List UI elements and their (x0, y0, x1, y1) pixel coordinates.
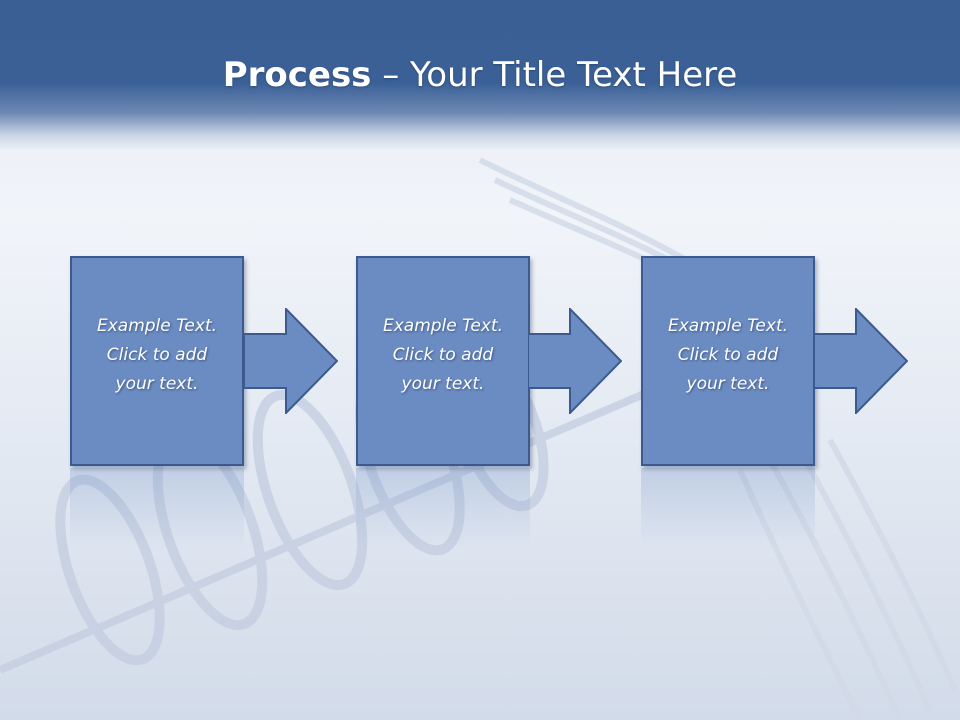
step-3-reflection (641, 468, 815, 548)
step-1-text[interactable]: Example Text. Click to add your text. (72, 312, 242, 399)
right-arrow-icon (528, 308, 622, 414)
title-rest: – Your Title Text Here (371, 55, 738, 95)
step-2-text[interactable]: Example Text. Click to add your text. (358, 312, 528, 399)
process-step-2[interactable]: Example Text. Click to add your text. (356, 256, 530, 466)
step-1-reflection (70, 468, 244, 548)
right-arrow-icon (244, 308, 338, 414)
step-2-line-3: your text. (401, 374, 485, 394)
step-1-line-2: Click to add (106, 345, 208, 365)
step-2-reflection (356, 468, 530, 548)
step-1-line-3: your text. (115, 374, 199, 394)
step-3-text[interactable]: Example Text. Click to add your text. (643, 312, 813, 399)
title-bold-word: Process (222, 55, 372, 95)
step-3-line-3: your text. (686, 374, 770, 394)
process-step-1[interactable]: Example Text. Click to add your text. (70, 256, 244, 466)
process-step-3[interactable]: Example Text. Click to add your text. (641, 256, 815, 466)
step-3-line-1: Example Text. (667, 316, 789, 336)
right-arrow-icon (814, 308, 908, 414)
slide-title[interactable]: Process – Your Title Text Here (0, 50, 960, 100)
step-3-line-2: Click to add (677, 345, 779, 365)
step-2-line-2: Click to add (392, 345, 494, 365)
step-1-line-1: Example Text. (96, 316, 218, 336)
title-bar (0, 0, 960, 150)
step-2-line-1: Example Text. (382, 316, 504, 336)
